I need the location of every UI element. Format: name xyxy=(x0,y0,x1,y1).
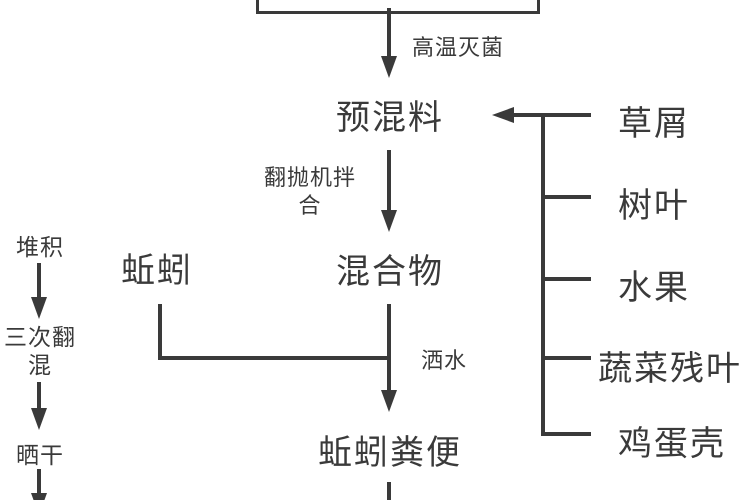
post-down-arrow-icon xyxy=(31,493,47,500)
ingredient-tick xyxy=(543,356,591,360)
mixer-down-arrow-icon xyxy=(381,210,397,232)
ingredient-item: 树叶 xyxy=(618,187,690,225)
ingredient-tick xyxy=(543,195,591,199)
water-arrow-line xyxy=(387,304,391,390)
node-mixture: 混合物 xyxy=(336,253,444,291)
post-down-arrow-icon xyxy=(31,408,47,430)
earthworm-connector-vline xyxy=(158,304,162,360)
post-down-arrow-icon xyxy=(31,297,47,319)
ingredient-item: 蔬菜残叶 xyxy=(598,350,742,388)
sterilize-down-arrow-icon xyxy=(381,56,397,78)
top-source-box xyxy=(256,0,540,14)
ingredient-item: 鸡蛋壳 xyxy=(618,425,726,463)
ingredient-tick xyxy=(543,113,591,117)
post-step-dry: 晒干 xyxy=(16,442,64,468)
mixer-label: 翻抛机拌合 xyxy=(263,165,356,218)
ingredient-bracket-vline xyxy=(541,113,545,436)
earthworm-connector-hline xyxy=(158,356,391,360)
water-label: 洒水 xyxy=(421,348,468,373)
castings-out-line xyxy=(387,482,391,500)
water-down-arrow-icon xyxy=(381,390,397,412)
post-step-turn: 三次翻混 xyxy=(4,324,76,378)
node-castings: 蚯蚓粪便 xyxy=(318,434,462,472)
ingredient-tick xyxy=(543,277,591,281)
sterilize-label: 高温灭菌 xyxy=(412,35,505,60)
ingredient-item: 水果 xyxy=(618,269,690,307)
ingredient-arrow-line xyxy=(512,113,545,117)
node-premix: 预混料 xyxy=(336,99,444,137)
sterilize-arrow-line xyxy=(387,8,391,56)
ingredient-tick xyxy=(543,432,591,436)
ingredient-left-arrow-icon xyxy=(492,107,514,123)
post-arrow-line xyxy=(37,382,41,408)
mixer-arrow-line xyxy=(387,150,391,210)
post-arrow-line xyxy=(37,469,41,493)
ingredient-item: 草屑 xyxy=(618,105,690,143)
post-step-pile: 堆积 xyxy=(16,234,64,260)
node-earthworm: 蚯蚓 xyxy=(121,252,193,290)
post-arrow-line xyxy=(37,263,41,297)
